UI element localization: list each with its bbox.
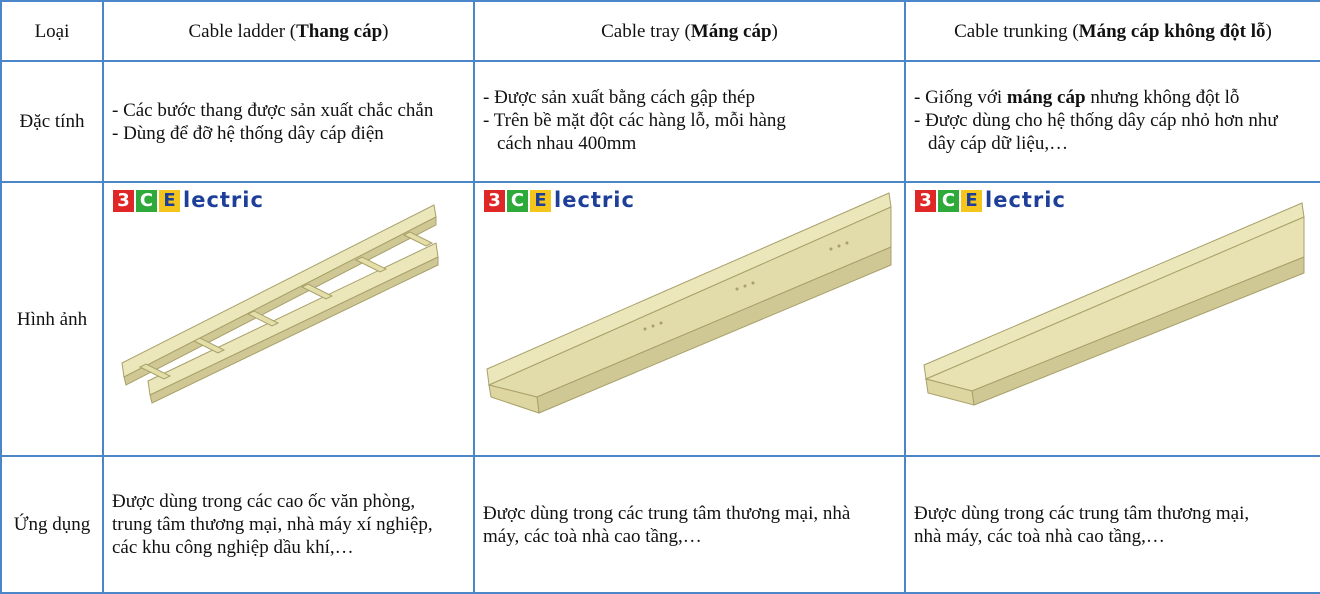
cable-trunking-illustration [923, 202, 1305, 406]
usage-ladder: Được dùng trong các cao ốc văn phòng, tr… [102, 455, 475, 594]
logo-digit: 3 [484, 189, 505, 212]
features-ladder-line: - Dùng để đỡ hệ thống dây cáp điện [112, 122, 384, 144]
usage-ladder-line: trung tâm thương mại, nhà máy xí nghiệp, [112, 514, 433, 535]
logo-digit: 3 [915, 189, 936, 212]
usage-trunking-line: Được dùng trong các trung tâm thương mại… [914, 502, 1250, 524]
usage-label: Ứng dụng [0, 455, 104, 594]
header-ladder-en: Cable ladder ( [188, 20, 297, 42]
header-trunking-paren: ) [1265, 20, 1272, 42]
header-trunking-vi: Máng cáp không đột lỗ [1078, 20, 1266, 42]
header-tray-paren: ) [771, 20, 778, 42]
logo-wordmark: lectric [183, 188, 264, 212]
logo-letter-e: E [159, 189, 180, 212]
header-cable-ladder: Cable ladder (Thang cáp) [102, 0, 475, 62]
features-label-text: Đặc tính [19, 111, 85, 132]
images-label: Hình ảnh [0, 181, 104, 457]
features-tray-line: - Được sản xuất bằng cách gập thép [483, 87, 755, 108]
features-label: Đặc tính [0, 60, 104, 183]
logo-letter-c: C [507, 189, 528, 212]
header-type: Loại [0, 0, 104, 62]
header-cable-tray: Cable tray (Máng cáp) [473, 0, 906, 62]
logo-letter-e: E [530, 189, 551, 212]
header-ladder-vi: Thang cáp [296, 20, 383, 42]
header-trunking-en: Cable trunking ( [954, 20, 1079, 42]
header-tray-vi: Máng cáp [690, 20, 772, 42]
features-trunking-line: dây cáp dữ liệu,… [928, 133, 1069, 154]
features-ladder-line: - Các bước thang được sản xuất chắc chắn [112, 99, 434, 121]
logo-wordmark: lectric [985, 188, 1066, 212]
cable-ladder-illustration [121, 204, 439, 404]
usage-tray-line: Được dùng trong các trung tâm thương mại… [483, 502, 851, 524]
features-ladder: - Các bước thang được sản xuất chắc chắn… [102, 60, 475, 183]
usage-ladder-line: các khu công nghiệp dầu khí,… [112, 537, 354, 558]
logo-letter-e: E [961, 189, 982, 212]
features-tray-line: cách nhau 400mm [497, 133, 637, 154]
logo-wordmark: lectric [554, 188, 635, 212]
logo-letter-c: C [136, 189, 157, 212]
cable-tray-illustration [486, 192, 892, 414]
features-row: Đặc tính - Các bước thang được sản xuất … [0, 60, 1320, 183]
header-type-text: Loại [34, 20, 70, 42]
header-cable-trunking: Cable trunking (Máng cáp không đột lỗ) [904, 0, 1320, 62]
header-row: Loại Cable ladder (Thang cáp) Cable tray… [0, 0, 1320, 62]
logo-letter-c: C [938, 189, 959, 212]
usage-row: Ứng dụng Được dùng trong các cao ốc văn … [0, 455, 1320, 594]
usage-tray: Được dùng trong các trung tâm thương mại… [473, 455, 906, 594]
features-trunking-bold: máng cáp [1006, 87, 1086, 108]
features-trunking-pre: - Giống với [914, 87, 1007, 108]
usage-tray-line: máy, các toà nhà cao tầng,… [483, 525, 702, 547]
header-ladder-paren: ) [382, 20, 389, 42]
usage-ladder-line: Được dùng trong các cao ốc văn phòng, [112, 491, 416, 512]
usage-trunking: Được dùng trong các trung tâm thương mại… [904, 455, 1320, 594]
header-tray-en: Cable tray ( [601, 20, 691, 42]
features-trunking-post: nhưng không đột lỗ [1085, 87, 1240, 108]
features-trunking: - Giống với máng cáp nhưng không đột lỗ … [904, 60, 1320, 183]
features-trunking-line: - Được dùng cho hệ thống dây cáp nhỏ hơn… [914, 110, 1278, 131]
features-tray: - Được sản xuất bằng cách gập thép - Trê… [473, 60, 906, 183]
logo-digit: 3 [113, 189, 134, 212]
features-trunking-line: - Giống với máng cáp nhưng không đột lỗ [914, 86, 1312, 109]
usage-label-text: Ứng dụng [13, 514, 91, 535]
features-tray-line: - Trên bề mặt đột các hàng lỗ, mỗi hàng [483, 110, 786, 131]
images-label-text: Hình ảnh [16, 308, 88, 330]
usage-trunking-line: nhà máy, các toà nhà cao tầng,… [914, 525, 1165, 547]
